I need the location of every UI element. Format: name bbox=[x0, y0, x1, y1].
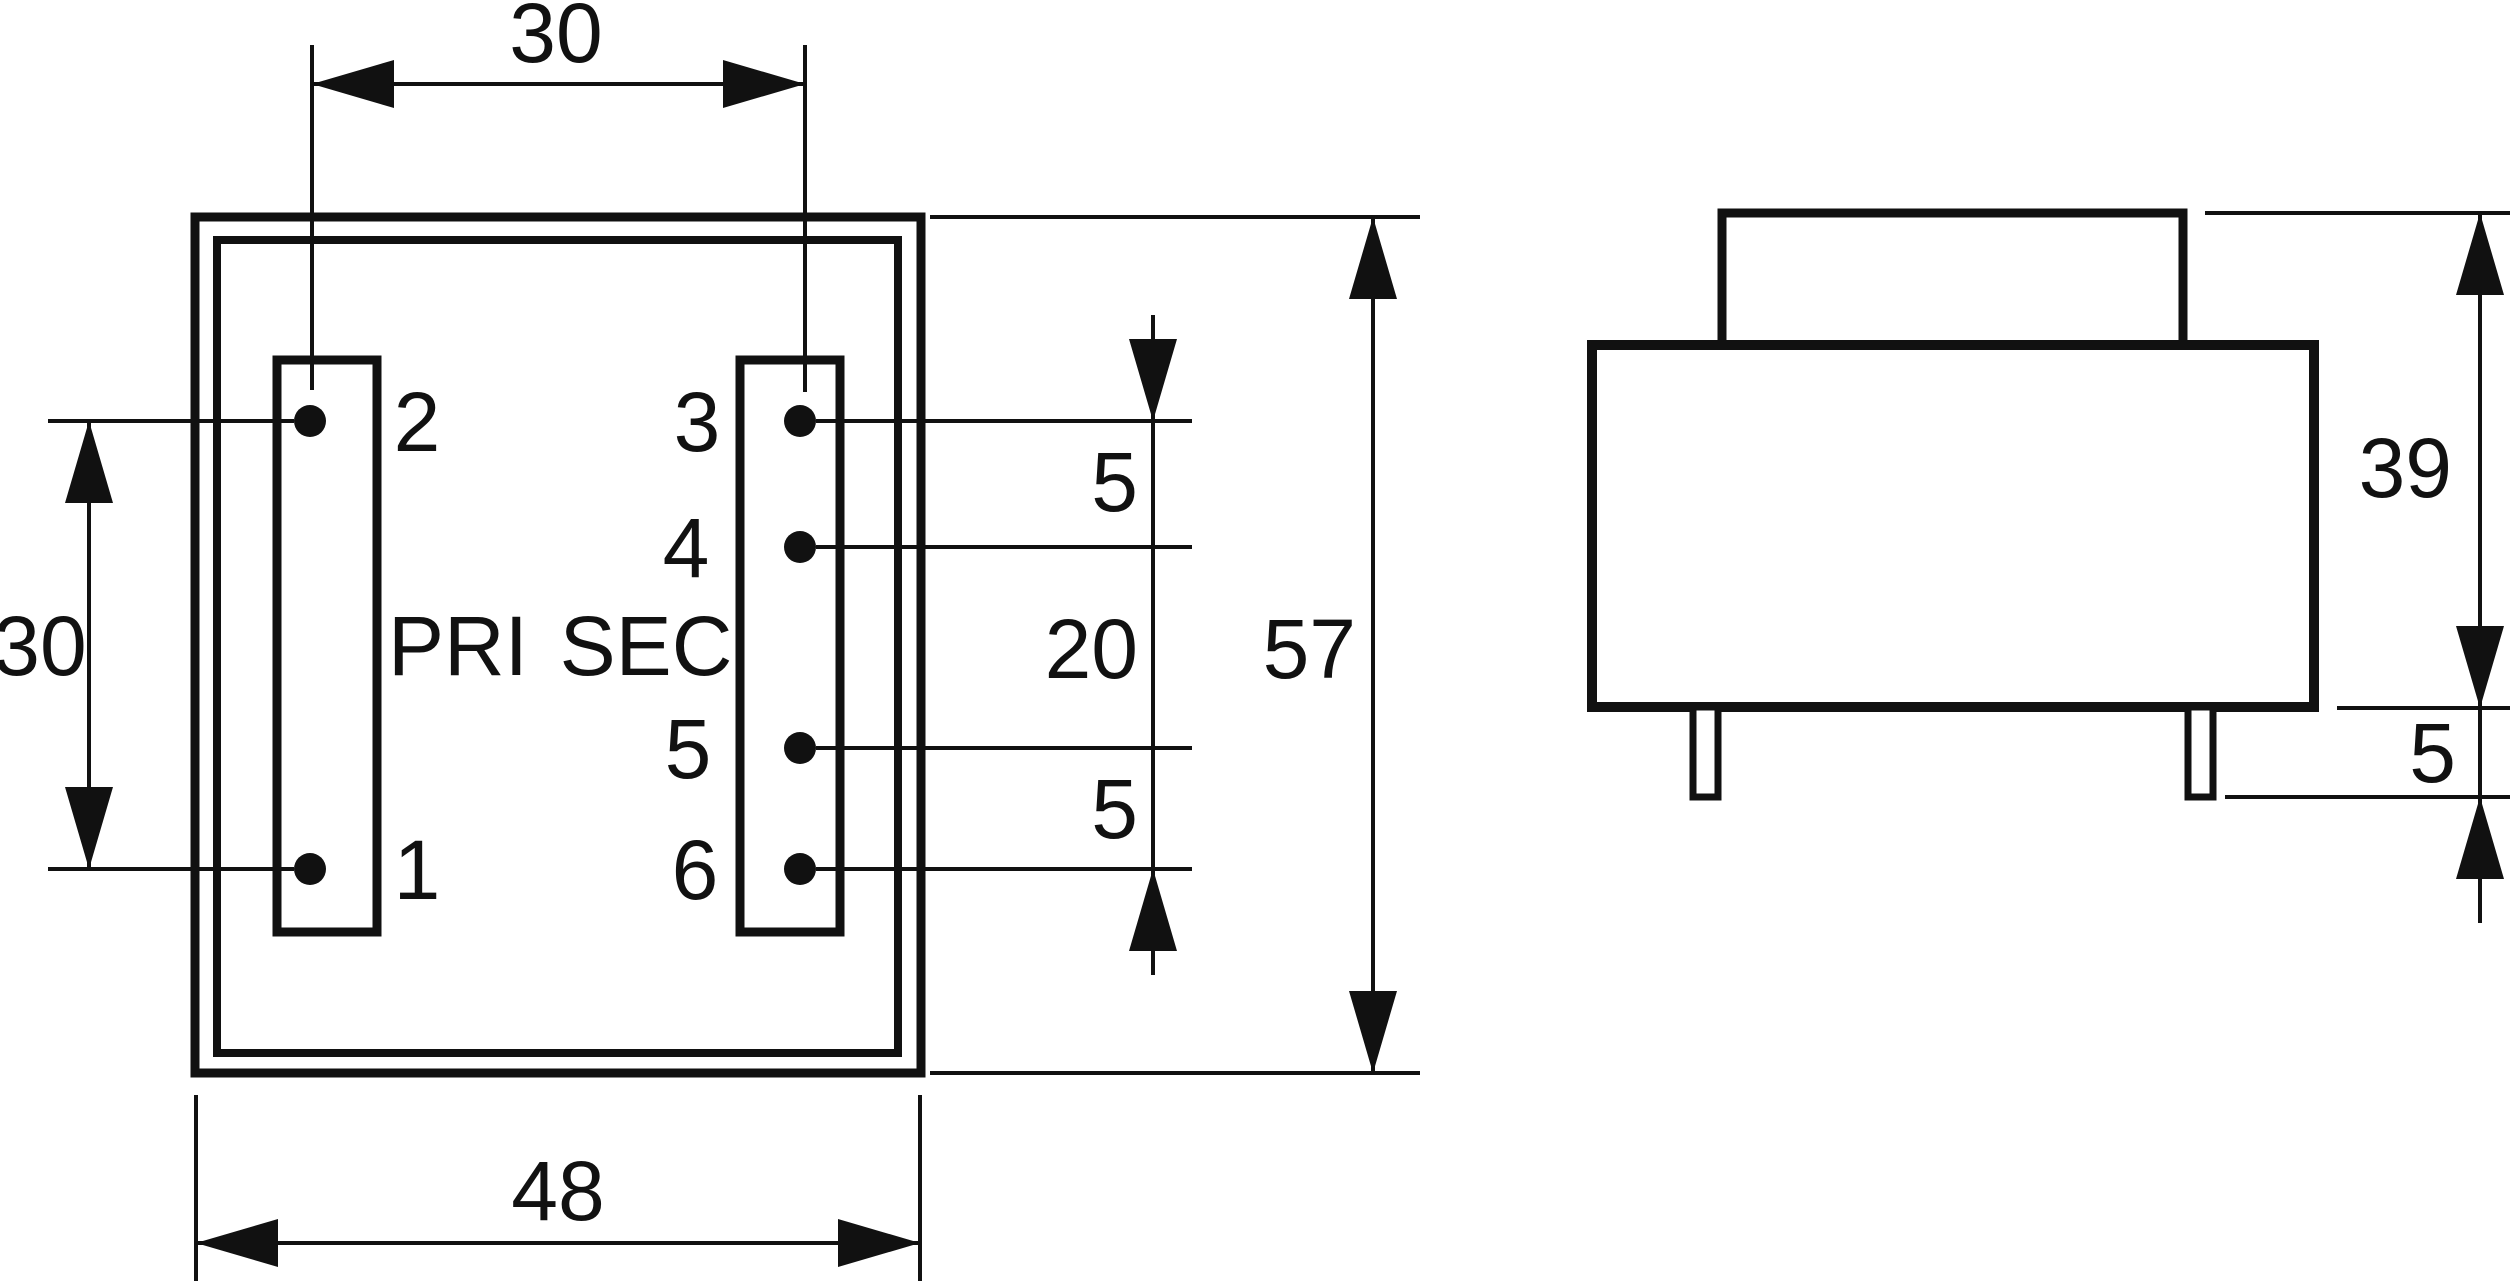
arrow-down-icon bbox=[1129, 339, 1177, 421]
dim-package-depth: 57 bbox=[930, 215, 1420, 1075]
side-view-right-pin bbox=[2184, 703, 2217, 801]
side-view-left-pin bbox=[1689, 703, 1722, 801]
front-view-pins: 2 1 3 4 5 6 PRI SEC bbox=[294, 375, 816, 917]
secondary-pin-slot bbox=[735, 355, 845, 937]
pin-1-dot bbox=[294, 853, 326, 885]
side-view-core-cap bbox=[1717, 208, 2188, 350]
pin-label-1: 1 bbox=[394, 823, 441, 917]
pin-label-6: 6 bbox=[672, 823, 719, 917]
dim-label-sec-gap-4-5: 20 bbox=[1045, 602, 1138, 696]
dim-label-sec-gap-5-6: 5 bbox=[1091, 762, 1138, 856]
side-view bbox=[1587, 208, 2319, 801]
arrow-down-icon bbox=[1349, 991, 1397, 1073]
side-view-body bbox=[1587, 340, 2319, 712]
dim-package-height-and-pin-length: 39 5 bbox=[2205, 211, 2510, 923]
arrow-left-icon bbox=[312, 60, 394, 108]
arrow-right-icon bbox=[723, 60, 805, 108]
arrow-up-icon bbox=[2456, 797, 2504, 879]
front-view bbox=[190, 212, 926, 1078]
arrow-up-icon bbox=[1349, 217, 1397, 299]
arrow-up-icon bbox=[1129, 869, 1177, 951]
dim-primary-pin-spacing: 30 bbox=[0, 419, 294, 871]
dim-label-package-depth: 57 bbox=[1263, 602, 1356, 696]
pin-2-dot bbox=[294, 405, 326, 437]
pin-3-dot bbox=[784, 405, 816, 437]
dim-label-package-height: 39 bbox=[2359, 421, 2452, 515]
winding-label-secondary: SEC bbox=[560, 599, 733, 693]
arrow-down-icon bbox=[2456, 626, 2504, 708]
primary-pin-slot bbox=[272, 355, 382, 937]
winding-label-primary: PRI bbox=[388, 599, 528, 693]
dim-label-pin-length: 5 bbox=[2409, 706, 2456, 800]
dim-label-primary-pin-spacing: 30 bbox=[0, 599, 87, 693]
pin-5-dot bbox=[784, 732, 816, 764]
arrow-left-icon bbox=[196, 1219, 278, 1267]
pin-label-5: 5 bbox=[665, 702, 712, 796]
pin-label-3: 3 bbox=[674, 375, 721, 469]
arrow-down-icon bbox=[65, 787, 113, 869]
pin-6-dot bbox=[784, 853, 816, 885]
arrow-right-icon bbox=[838, 1219, 920, 1267]
pin-label-2: 2 bbox=[394, 375, 441, 469]
dim-package-width: 48 bbox=[194, 1095, 922, 1281]
dim-label-sec-gap-3-4: 5 bbox=[1091, 435, 1138, 529]
dim-label-pin-column-spacing: 30 bbox=[509, 0, 602, 80]
pin-4-dot bbox=[784, 531, 816, 563]
arrow-up-icon bbox=[65, 421, 113, 503]
arrow-up-icon bbox=[2456, 213, 2504, 295]
dim-pin-column-spacing: 30 bbox=[310, 0, 807, 392]
dim-secondary-pin-gaps: 5 20 5 bbox=[816, 315, 1192, 975]
dim-label-package-width: 48 bbox=[511, 1144, 604, 1238]
pin-label-4: 4 bbox=[663, 501, 710, 595]
